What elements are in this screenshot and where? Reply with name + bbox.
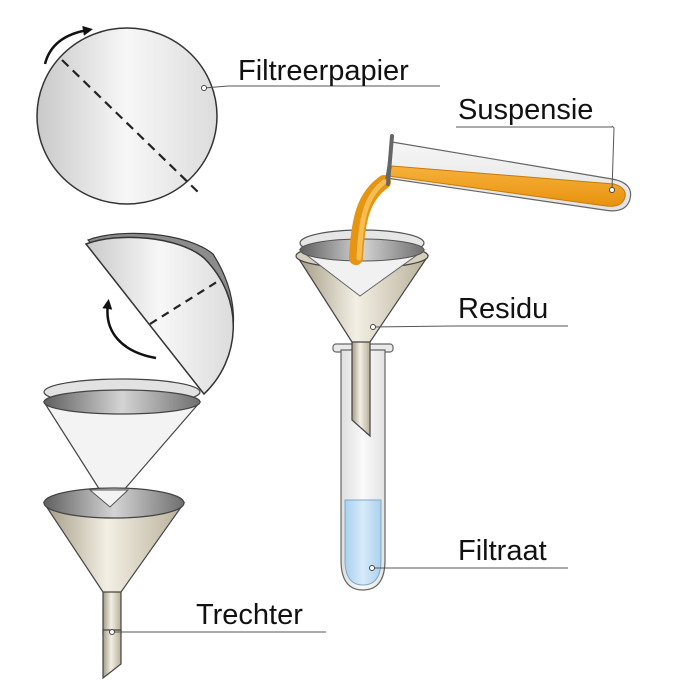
callout-dot-residue xyxy=(370,324,376,330)
callout-dot-suspension xyxy=(609,187,615,193)
label-suspension: Suspensie xyxy=(458,94,593,126)
pouring-test-tube xyxy=(385,134,632,212)
rotate-arrow-icon-1 xyxy=(43,25,93,65)
filtrate-liquid xyxy=(344,499,382,586)
filter-paper-half xyxy=(84,232,235,396)
funnel-left xyxy=(42,487,186,680)
label-filtrate: Filtraat xyxy=(458,535,547,567)
filter-paper-cone xyxy=(42,378,202,508)
callout-residue xyxy=(372,325,568,328)
callout-dot-funnel xyxy=(109,629,115,635)
callout-dot-filtrate xyxy=(369,565,375,571)
fold-line-1 xyxy=(61,59,199,193)
funnel-right xyxy=(295,229,430,438)
suspension-liquid xyxy=(387,165,626,207)
filter-paper-circle xyxy=(36,27,218,205)
callout-filter-paper xyxy=(203,85,440,89)
label-filter-paper: Filtreerpapier xyxy=(238,55,409,87)
label-funnel: Trechter xyxy=(196,599,303,631)
label-residue: Residu xyxy=(458,293,548,325)
rotate-arrow-icon-2 xyxy=(102,299,157,360)
callout-dot-filter-paper xyxy=(201,85,207,91)
callout-suspension xyxy=(611,125,615,191)
